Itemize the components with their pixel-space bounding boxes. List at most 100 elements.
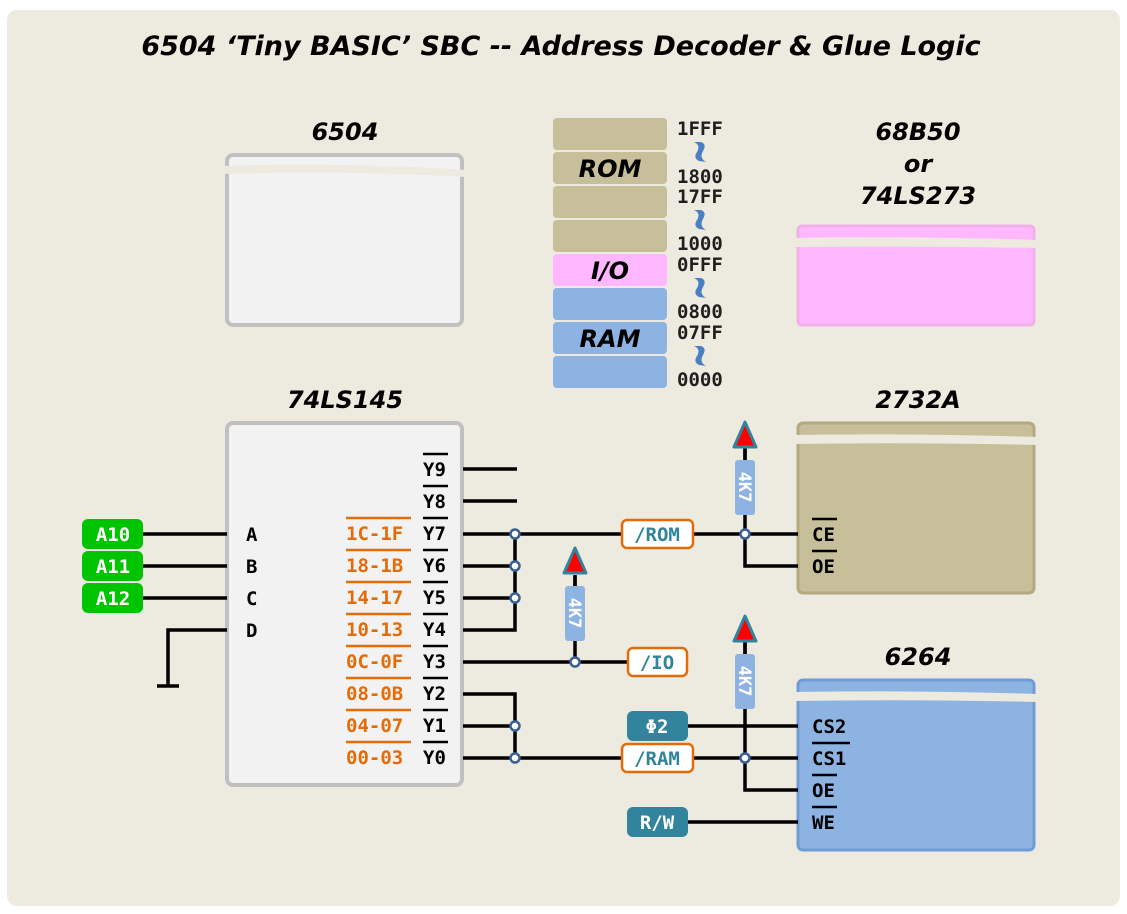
resistor-body (735, 654, 755, 709)
resistor-body (565, 586, 585, 641)
signal-io-select-label: /IO (640, 652, 674, 674)
cpu-chip (222, 153, 467, 327)
memory-region-label: ROM (579, 155, 642, 183)
decoder-input-pin: C (246, 588, 257, 610)
decoder-output-range: 10-13 (346, 619, 403, 641)
address-line-tag (82, 551, 143, 581)
decoder-output-pin: Y3 (423, 651, 446, 673)
range-break-icon (694, 346, 706, 366)
vcc-arrow-icon (732, 614, 758, 643)
range-break-icon (694, 210, 706, 230)
ram-chip (794, 678, 1038, 852)
rom-pin-label: OE (812, 556, 835, 578)
signal-rw: R/W (627, 807, 688, 837)
decoder-output-pin: Y8 (423, 491, 446, 513)
junction-dot (509, 720, 521, 732)
memory-address: 1800 (677, 166, 723, 188)
diagram-title: 6504 ‘Tiny BASIC’ SBC -- Address Decoder… (141, 31, 980, 62)
memory-region-rom (553, 118, 667, 150)
decoder-output-range: 04-07 (346, 715, 403, 737)
address-line-tag (82, 583, 143, 613)
junction-dot (509, 752, 521, 764)
memory-address: 17FF (677, 186, 723, 208)
rom-pin-label: CE (812, 524, 835, 546)
junction-dot (509, 528, 521, 540)
signal-io-select: /IO (626, 646, 689, 678)
memory-region-ram (553, 322, 667, 354)
io-chip (794, 224, 1038, 327)
memory-region-rom (553, 152, 667, 184)
decoder-outputs: Y9Y8Y71C-1FY618-1BY514-17Y410-13Y30C-0FY… (346, 452, 448, 769)
decoder-output-range: 14-17 (346, 587, 403, 609)
signal-ram-select: /RAM (620, 742, 695, 774)
signal-rw-label: R/W (640, 812, 675, 834)
signal-rom-select-label: /ROM (634, 524, 680, 546)
junction-dot (509, 592, 521, 604)
ram-pin-label: CS1 (812, 748, 846, 770)
rom-pins: CE OE (812, 517, 837, 578)
io-chip-label-2: or (904, 150, 934, 178)
pullup-resistors: 4K7 4K7 4K7 (562, 420, 758, 709)
memory-region-label: I/O (591, 257, 629, 285)
memory-address: 1000 (677, 233, 723, 255)
address-line-label: A11 (96, 556, 130, 578)
decoder-output-pin: Y6 (423, 555, 446, 577)
vcc-arrow-icon (732, 420, 758, 449)
address-line-tag (82, 519, 143, 549)
decoder-output-range: 0C-0F (346, 651, 403, 673)
decoder-output-pin: Y1 (423, 715, 446, 737)
pullup-resistor: 4K7 (562, 546, 588, 641)
junction-dot (509, 560, 521, 572)
ram-pin-label: CS2 (812, 716, 846, 738)
decoder-input-pin: B (246, 556, 257, 578)
memory-address: 07FF (677, 322, 723, 344)
junction-dot (569, 656, 581, 668)
decoder-output-pin: Y0 (423, 747, 446, 769)
decoder-input-pin: A (246, 524, 258, 546)
memory-address: 0800 (677, 301, 723, 323)
signal-ram-select-label: /RAM (634, 748, 680, 770)
decoder-output-pin: Y2 (423, 683, 446, 705)
address-line-label: A10 (96, 524, 130, 546)
decoder-output-pin: Y4 (423, 619, 446, 641)
decoder-output-pin: Y7 (423, 523, 446, 545)
memory-region-rom (553, 186, 667, 218)
junction-dot (739, 752, 751, 764)
memory-region-label: RAM (580, 325, 641, 353)
memory-region-ram (553, 356, 667, 388)
decoder-output-pin: Y5 (423, 587, 446, 609)
decoder-output-pin: Y9 (423, 459, 446, 481)
io-chip-label-1: 68B50 (875, 118, 960, 146)
resistor-value: 4K7 (564, 598, 584, 629)
junctions (509, 528, 751, 764)
memory-address: 0000 (677, 369, 723, 391)
resistor-value: 4K7 (734, 666, 754, 697)
address-line-label: A12 (96, 588, 130, 610)
resistor-value: 4K7 (734, 472, 754, 503)
ram-chip-label: 6264 (885, 643, 952, 671)
ram-pin-label: WE (812, 812, 835, 834)
decoder-input-pin: D (246, 620, 257, 642)
range-break-icon (694, 278, 706, 298)
decoder-chip (225, 421, 464, 787)
ram-pin-label: OE (812, 780, 835, 802)
io-chip-label-3: 74LS273 (860, 182, 976, 210)
cpu-label: 6504 (312, 118, 379, 146)
vcc-arrow-icon (562, 546, 588, 575)
junction-dot (739, 528, 751, 540)
memory-address: 0FFF (677, 254, 723, 276)
memory-region-io (553, 254, 667, 286)
range-break-icon (694, 142, 706, 162)
rom-chip-label: 2732A (875, 386, 960, 414)
pullup-resistor: 4K7 (732, 614, 758, 709)
rom-chip (794, 421, 1038, 595)
decoder-output-range: 08-0B (346, 683, 403, 705)
signal-phi2-label: Φ2 (646, 716, 669, 738)
signal-phi2: Φ2 (627, 711, 688, 741)
memory-region-rom (553, 220, 667, 252)
resistor-body (735, 460, 755, 515)
